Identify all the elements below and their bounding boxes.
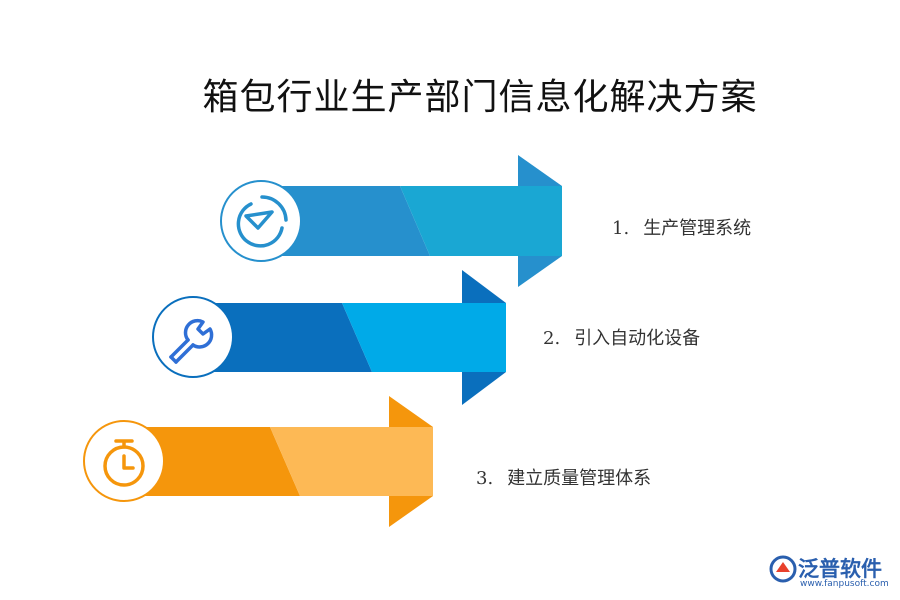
brand-url: www.fanpusoft.com [800,579,889,589]
item-1-number: 1. [612,218,630,239]
arrow-3 [83,396,433,527]
arrow-1-body-light [400,186,562,256]
item-3-text: 建立质量管理体系 [507,468,652,489]
item-2-text: 引入自动化设备 [574,328,701,349]
arrow-2-body-dark [195,303,372,372]
brand-logo: 泛普软件 www.fanpusoft.com [768,550,893,590]
arrow-3-body-light [270,427,433,496]
stopwatch-icon [103,439,145,487]
arrow-2 [152,270,506,405]
arrow-1-circle [220,180,302,262]
brand-mark-icon [769,555,797,583]
arrow-2-body-light [342,303,506,372]
item-3-number: 3. [476,468,494,489]
item-1-text: 生产管理系统 [643,218,752,239]
item-2-number: 2. [543,328,561,349]
arrow-1-body-dark [258,186,430,256]
item-2-label: 2. 引入自动化设备 [543,324,700,350]
arrow-1 [220,155,562,287]
wrench-icon [169,318,214,364]
arrow-3-body-dark [125,427,300,496]
pie-chart-icon [236,195,288,248]
item-1-label: 1. 生产管理系统 [612,214,751,240]
item-3-label: 3. 建立质量管理体系 [476,464,651,490]
brand-name: 泛普软件 [798,557,882,581]
page-title: 箱包行业生产部门信息化解决方案 [202,77,758,118]
arrow-2-circle [152,296,234,378]
